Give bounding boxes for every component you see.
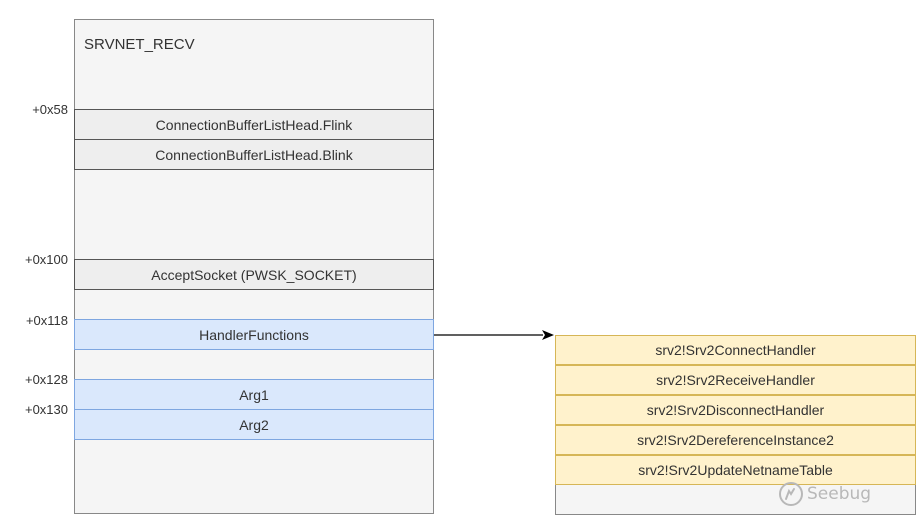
field-blink: ConnectionBufferListHead.Blink [74, 139, 434, 170]
offset-label-handler-functions: +0x118 [25, 313, 68, 328]
offset-label-accept-socket: +0x100 [24, 252, 68, 267]
handler-dereference-instance: srv2!Srv2DereferenceInstance2 [555, 425, 916, 455]
handler-receive: srv2!Srv2ReceiveHandler [555, 365, 916, 395]
field-accept-socket: AcceptSocket (PWSK_SOCKET) [74, 259, 434, 290]
field-arg1: Arg1 [74, 379, 434, 410]
structure-title: SRVNET_RECV [84, 36, 195, 53]
handler-update-netname-table: srv2!Srv2UpdateNetnameTable [555, 455, 916, 485]
handler-disconnect: srv2!Srv2DisconnectHandler [555, 395, 916, 425]
offset-label-arg2: +0x130 [24, 402, 68, 417]
handler-connect: srv2!Srv2ConnectHandler [555, 335, 916, 365]
field-arg2: Arg2 [74, 409, 434, 440]
offset-label-flink: +0x58 [32, 102, 68, 117]
field-flink: ConnectionBufferListHead.Flink [74, 109, 434, 140]
field-handler-functions: HandlerFunctions [74, 319, 434, 350]
watermark-text: Seebug [807, 484, 872, 504]
offset-label-arg1: +0x128 [24, 372, 68, 387]
seebug-watermark: Seebug [778, 481, 871, 507]
seebug-logo-icon [779, 482, 803, 506]
